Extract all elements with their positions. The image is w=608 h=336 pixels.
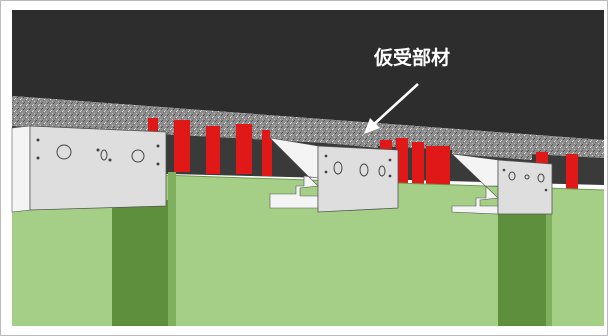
rebar (566, 154, 578, 190)
temporary-support-bracket (269, 137, 399, 213)
rebar (236, 124, 252, 174)
rebar (262, 130, 272, 176)
wall-joint (168, 172, 176, 326)
rebar (438, 146, 450, 188)
temporary-support-bracket (451, 153, 553, 215)
bracket-top-face (452, 144, 532, 160)
insulation-layer (12, 96, 604, 158)
callout-label: 仮受部材 (373, 46, 450, 69)
concrete-slab (12, 10, 604, 140)
wall-shadow (498, 214, 546, 326)
rebar (206, 126, 220, 174)
temporary-support-bracket (11, 125, 167, 213)
rebar (426, 146, 438, 188)
rebar (396, 138, 408, 184)
callout-arrow (364, 83, 419, 134)
rebar (412, 142, 424, 186)
wall-shadow (112, 200, 168, 326)
bracket-top-face (270, 128, 378, 148)
wall-joint (546, 190, 552, 326)
rebar (174, 120, 190, 172)
